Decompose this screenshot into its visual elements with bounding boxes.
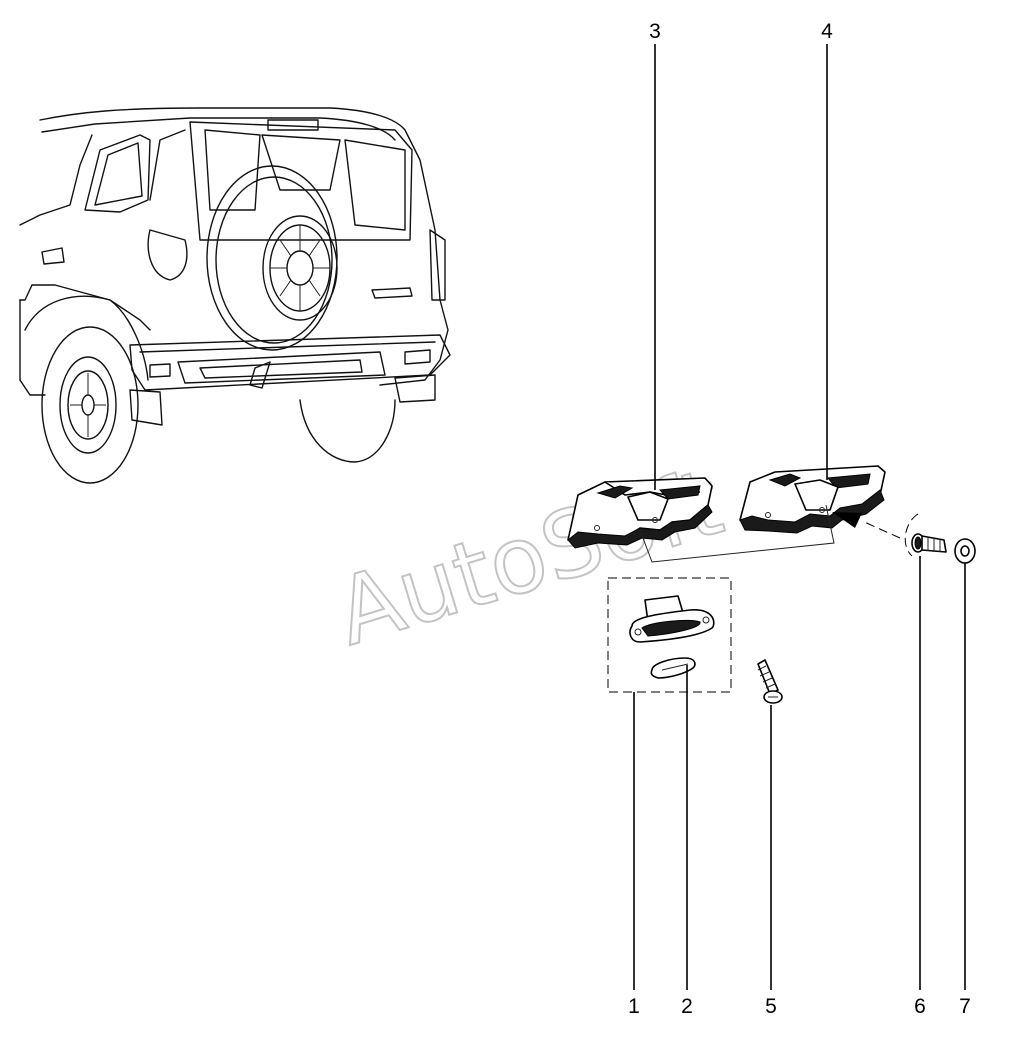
vehicle-illustration bbox=[19, 107, 451, 484]
callout-lines bbox=[633, 44, 966, 990]
callout-7: 7 bbox=[959, 995, 971, 1018]
part-7-washer bbox=[954, 538, 976, 564]
bracket-connector-line bbox=[639, 504, 835, 563]
callout-labels: 3 4 1 2 5 6 7 bbox=[628, 20, 971, 1018]
part-6-clip bbox=[911, 533, 947, 553]
callout-6: 6 bbox=[914, 995, 926, 1018]
callout-1: 1 bbox=[628, 995, 640, 1018]
callout-3: 3 bbox=[649, 20, 661, 43]
callout-5: 5 bbox=[765, 995, 777, 1018]
part-3-bracket-left bbox=[567, 477, 713, 549]
assembly-arrow bbox=[832, 512, 919, 557]
part-1-lamp-assembly bbox=[607, 577, 732, 693]
callout-4: 4 bbox=[821, 20, 833, 43]
part-2-lamp-lens bbox=[650, 657, 696, 679]
callout-2: 2 bbox=[681, 995, 693, 1018]
part-5-screw bbox=[757, 659, 783, 704]
part-4-bracket-right bbox=[739, 465, 886, 534]
